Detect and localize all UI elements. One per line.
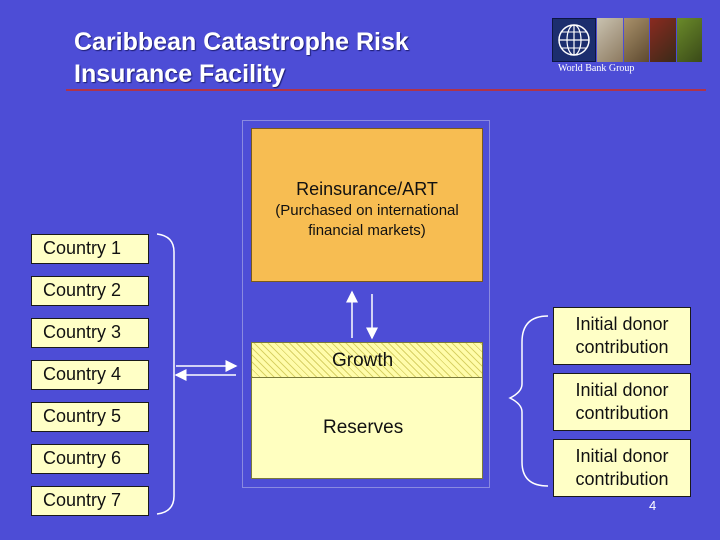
reinsurance-subtitle: (Purchased on international financial ma… bbox=[252, 201, 482, 241]
country-label: Country 3 bbox=[43, 322, 122, 342]
donor-label-line-1: Initial donor bbox=[575, 314, 669, 334]
reinsurance-title: Reinsurance/ART bbox=[296, 179, 438, 199]
country-box: Country 5 bbox=[31, 402, 149, 432]
country-label: Country 5 bbox=[43, 406, 122, 426]
country-box: Country 4 bbox=[31, 360, 149, 390]
donor-label-line-2: contribution bbox=[575, 337, 669, 357]
donors-brace bbox=[508, 315, 549, 487]
donor-label-line-1: Initial donor bbox=[575, 380, 669, 400]
country-label: Country 2 bbox=[43, 280, 122, 300]
donor-label-line-2: contribution bbox=[575, 403, 669, 423]
globe-icon bbox=[552, 18, 596, 62]
slide-title: Caribbean Catastrophe Risk Insurance Fac… bbox=[74, 26, 409, 90]
reserves-box: Reserves bbox=[251, 377, 483, 479]
donor-box: Initial donor contribution bbox=[553, 439, 691, 497]
photo-icon bbox=[597, 18, 623, 62]
reinsurance-box: Reinsurance/ART (Purchased on internatio… bbox=[251, 128, 483, 282]
country-label: Country 6 bbox=[43, 448, 122, 468]
donor-label-line-1: Initial donor bbox=[575, 446, 669, 466]
donor-box: Initial donor contribution bbox=[553, 307, 691, 365]
growth-label: Growth bbox=[332, 350, 394, 371]
donor-box: Initial donor contribution bbox=[553, 373, 691, 431]
title-underline bbox=[66, 89, 706, 91]
photo-icon bbox=[650, 18, 676, 62]
country-box: Country 1 bbox=[31, 234, 149, 264]
country-label: Country 4 bbox=[43, 364, 122, 384]
country-label: Country 1 bbox=[43, 238, 122, 258]
countries-bracket bbox=[156, 233, 175, 515]
reserves-label: Reserves bbox=[323, 417, 404, 438]
fund-container bbox=[242, 120, 490, 488]
country-box: Country 6 bbox=[31, 444, 149, 474]
photo-icon bbox=[623, 18, 649, 62]
reinsurance-subtitle-line-1: (Purchased on international bbox=[275, 202, 459, 219]
donor-label-line-2: contribution bbox=[575, 469, 669, 489]
org-name: World Bank Group bbox=[558, 63, 635, 74]
growth-box: Growth bbox=[251, 342, 483, 378]
country-box: Country 7 bbox=[31, 486, 149, 516]
title-line-2: Insurance Facility bbox=[74, 60, 286, 88]
world-bank-logo bbox=[552, 18, 702, 62]
country-label: Country 7 bbox=[43, 490, 122, 510]
title-line-1: Caribbean Catastrophe Risk bbox=[74, 28, 409, 56]
page-number: 4 bbox=[649, 498, 657, 513]
country-box: Country 3 bbox=[31, 318, 149, 348]
photo-icon bbox=[676, 18, 702, 62]
reinsurance-subtitle-line-2: financial markets) bbox=[308, 222, 426, 239]
country-box: Country 2 bbox=[31, 276, 149, 306]
